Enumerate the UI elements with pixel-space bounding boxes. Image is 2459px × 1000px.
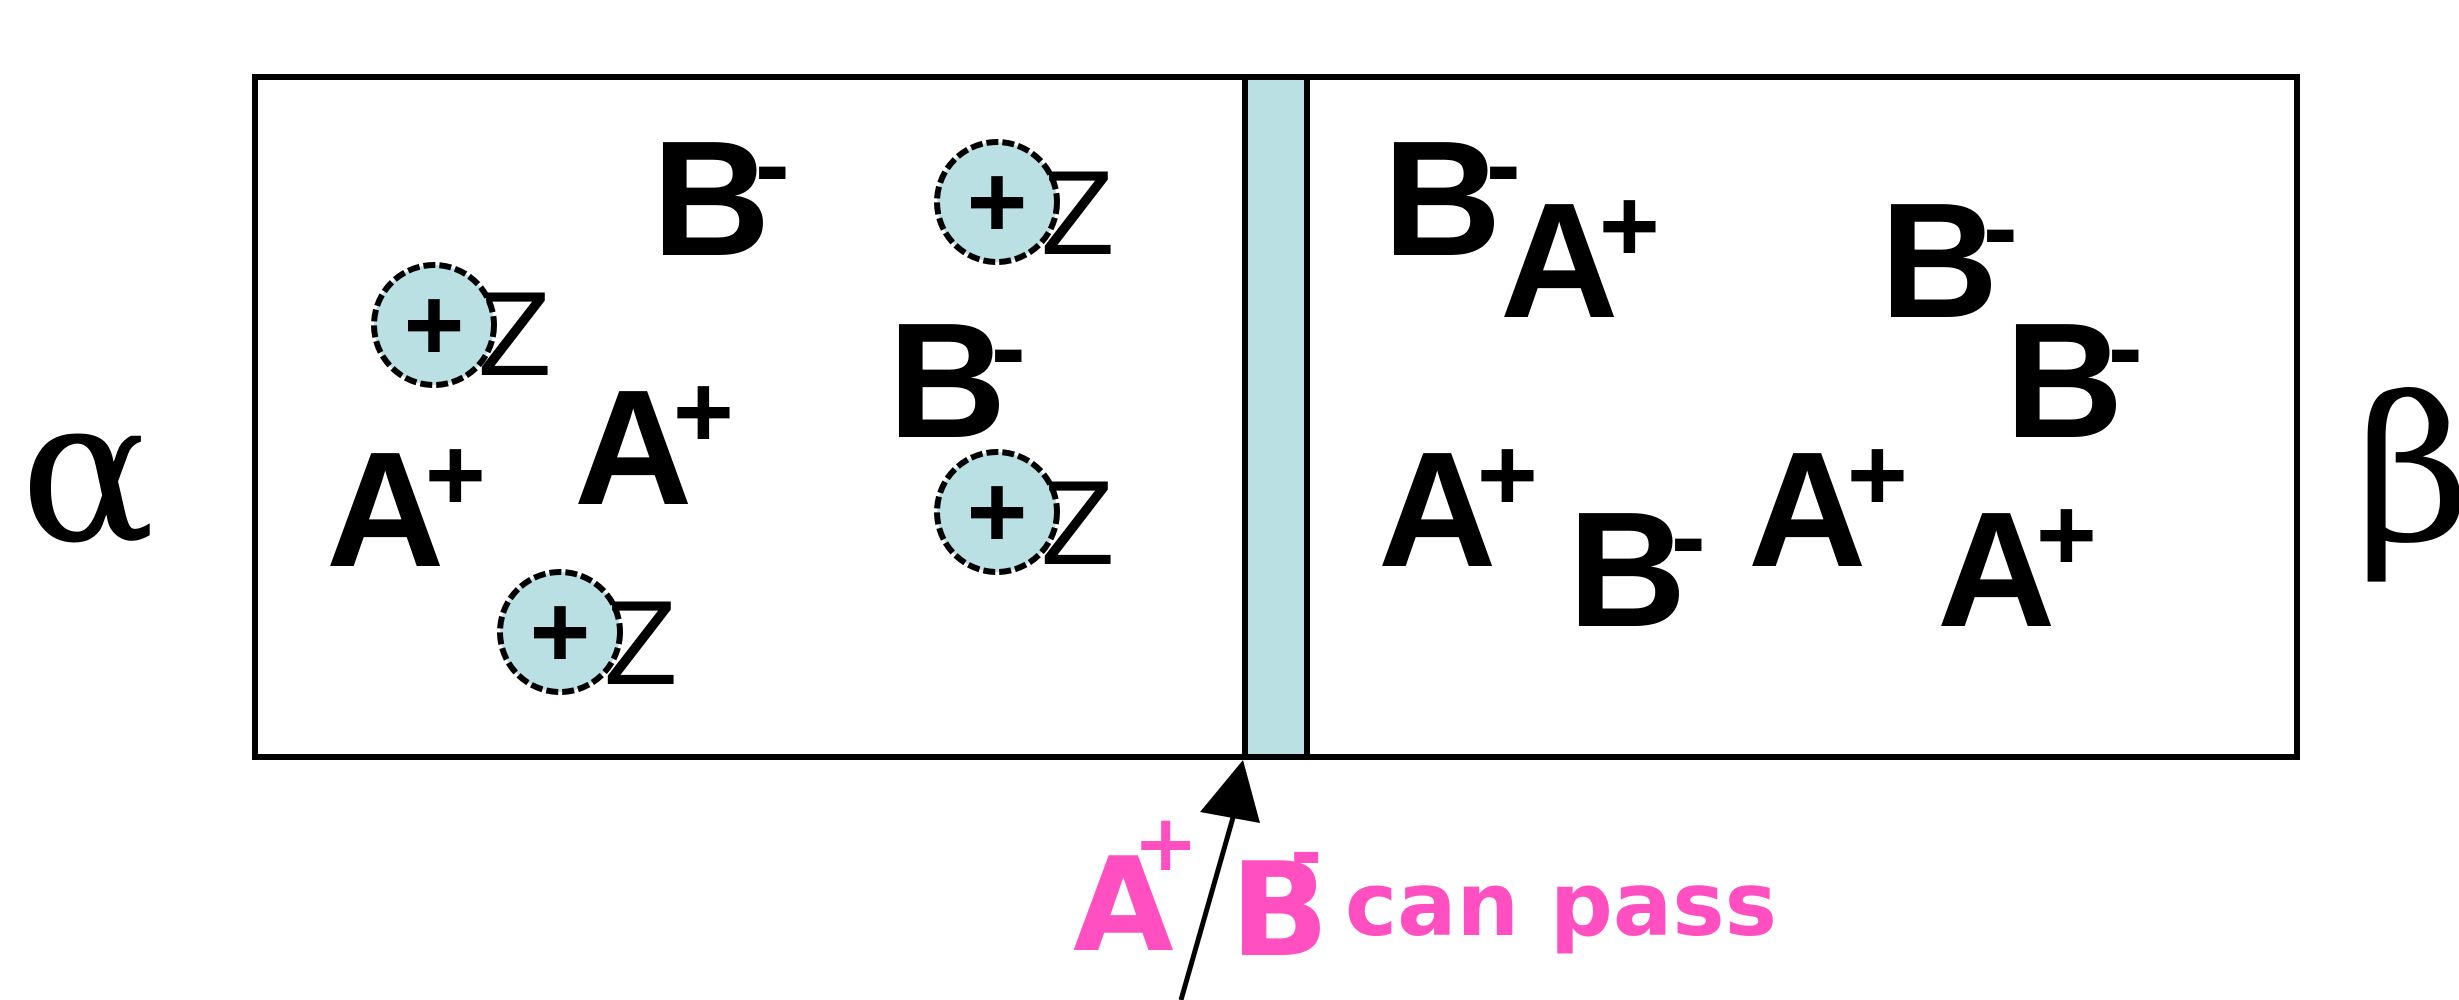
cation-charge: + bbox=[1599, 168, 1660, 284]
anion: B - bbox=[2005, 289, 2143, 472]
macro-ion-charge: + bbox=[967, 144, 1028, 260]
macro-ion: + Z bbox=[934, 449, 1114, 590]
anion-charge: - bbox=[1983, 170, 2018, 286]
anion: B - bbox=[888, 289, 1026, 472]
anion-charge: - bbox=[991, 290, 1026, 406]
anion: B - bbox=[1880, 169, 2018, 352]
cation: A + bbox=[1500, 168, 1660, 352]
anion-charge: - bbox=[2108, 290, 2143, 406]
cation-symbol: A bbox=[1500, 169, 1618, 352]
cation-symbol: A bbox=[1937, 478, 2055, 661]
annotation-cation: A bbox=[1073, 829, 1174, 981]
cation: A + bbox=[326, 417, 486, 601]
macro-ion: + Z bbox=[371, 262, 551, 401]
cation-symbol: A bbox=[1378, 418, 1496, 601]
anion-charge: - bbox=[755, 107, 790, 223]
macro-ion-symbol: Z bbox=[604, 576, 677, 710]
macro-ion-symbol: Z bbox=[1041, 146, 1114, 280]
permeability-annotation: A + B - can pass bbox=[1073, 799, 1777, 986]
anion: B - bbox=[652, 107, 790, 290]
anion: B - bbox=[1383, 107, 1521, 290]
cation-symbol: A bbox=[326, 418, 444, 601]
anion: B - bbox=[1568, 478, 1706, 661]
cation-charge: + bbox=[1477, 417, 1538, 533]
macro-ion-circle bbox=[934, 139, 1060, 265]
macro-ion-circle bbox=[497, 569, 623, 695]
anion-symbol: B bbox=[1383, 107, 1501, 290]
cation-charge: + bbox=[673, 354, 734, 470]
arrow-shaft bbox=[1178, 799, 1241, 1000]
cation-charge: + bbox=[1847, 417, 1908, 533]
cation-symbol: A bbox=[1748, 418, 1866, 601]
macro-ion-charge: + bbox=[530, 574, 591, 690]
macro-ion: + Z bbox=[934, 139, 1114, 280]
arrow bbox=[1178, 760, 1260, 1000]
anion-symbol: B bbox=[1880, 169, 1998, 352]
phase-beta-label: β bbox=[2355, 355, 2459, 588]
anion-symbol: B bbox=[1568, 478, 1686, 661]
anion-symbol: B bbox=[888, 289, 1006, 472]
macro-ion-circle bbox=[934, 449, 1060, 575]
annotation-text: can pass bbox=[1345, 853, 1777, 956]
macro-ion: + Z bbox=[497, 569, 677, 710]
macro-ion-charge: + bbox=[404, 267, 465, 383]
cation-charge: + bbox=[425, 417, 486, 533]
cation: A + bbox=[1378, 417, 1538, 601]
annotation-anion-charge: - bbox=[1290, 809, 1322, 899]
anion-charge: - bbox=[1671, 479, 1706, 595]
anion-symbol: B bbox=[2005, 289, 2123, 472]
cation: A + bbox=[574, 354, 734, 539]
macro-ion-circle bbox=[371, 262, 497, 388]
cation-charge: + bbox=[2036, 477, 2097, 593]
cation: A + bbox=[1937, 477, 2097, 661]
macro-ion-symbol: Z bbox=[1041, 456, 1114, 590]
annotation-anion: B bbox=[1230, 834, 1329, 986]
macro-ion-symbol: Z bbox=[478, 267, 551, 401]
annotation-cation-charge: + bbox=[1133, 799, 1198, 889]
anion-symbol: B bbox=[652, 107, 770, 290]
phase-alpha-label: α bbox=[20, 355, 155, 588]
macro-ion-charge: + bbox=[967, 454, 1028, 570]
cation: A + bbox=[1748, 417, 1908, 601]
cation-symbol: A bbox=[574, 356, 692, 539]
anion-charge: - bbox=[1486, 107, 1521, 223]
arrow-head bbox=[1200, 760, 1260, 823]
semipermeable-membrane bbox=[1242, 74, 1310, 760]
